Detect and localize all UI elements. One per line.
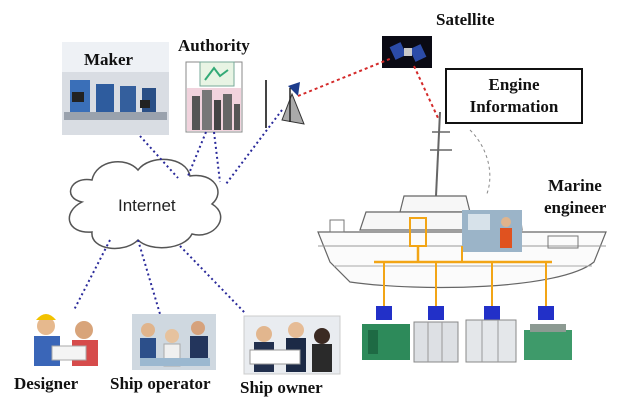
marine-engineer-label-line2: engineer [544,198,607,217]
internet-links [73,109,283,315]
satellite-icon [382,36,432,68]
cloud-icon [68,158,222,250]
maker-label: Maker [84,50,134,69]
ship-operator-label: Ship operator [110,374,211,393]
equipment-images [362,319,572,363]
designer-image [34,314,98,366]
maker-image [62,42,169,135]
antenna-mast-icon [265,80,305,128]
ship-owner-image [243,315,341,375]
ship-owner-label: Ship owner [240,378,323,397]
satellite-label: Satellite [436,10,495,29]
engine-module-icon [376,306,554,320]
authority-image [185,61,243,133]
marine-engineer-label-line1: Marine [548,176,602,195]
engine-information-line2: Information [469,97,559,116]
engine-information-line1: Engine [488,75,540,94]
ship-operator-image [132,314,216,370]
satellite-links [297,57,439,119]
authority-label: Authority [178,36,250,55]
ship-icon [317,111,607,308]
internet-label: Internet [118,196,176,215]
engine-information-box: Engine Information [445,68,583,124]
designer-label: Designer [14,374,79,393]
